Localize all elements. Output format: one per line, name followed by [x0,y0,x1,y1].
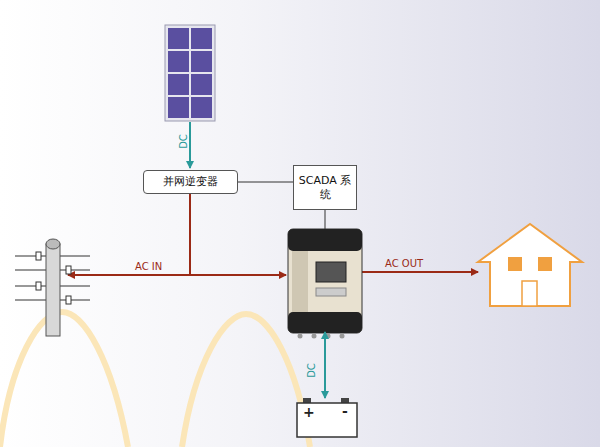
wire-label: DC [306,363,317,378]
box-content: SCADA 系统 [294,174,356,202]
ac-out-arrow [362,271,478,273]
dc-arrow [324,332,326,348]
wire-label: + [303,404,315,420]
sine-wave [182,314,310,447]
solar-panel [165,25,215,121]
dc-arrow [324,348,326,398]
connector-line [238,182,293,183]
wire-label: AC OUT [385,258,423,269]
ac-wire [189,194,191,275]
ac-in-arrow [68,274,190,276]
box-content: 并网逆变器 [160,175,221,189]
utility-pole [15,239,90,336]
process-box: SCADA 系统 [293,165,357,210]
process-box: 并网逆变器 [143,170,238,194]
house [478,224,582,306]
wire-label: AC IN [135,261,162,272]
box-label: SCADA 系统 [294,174,356,202]
ac-in-arrow [190,274,286,276]
wire-label: - [342,403,348,419]
sine-wave [0,312,128,447]
dc-arrow [189,122,191,168]
wire-label: DC [178,134,189,149]
box-label: 并网逆变器 [160,175,221,189]
inverter-charger [288,229,362,339]
signal-wire [325,210,326,229]
battery [297,398,357,437]
